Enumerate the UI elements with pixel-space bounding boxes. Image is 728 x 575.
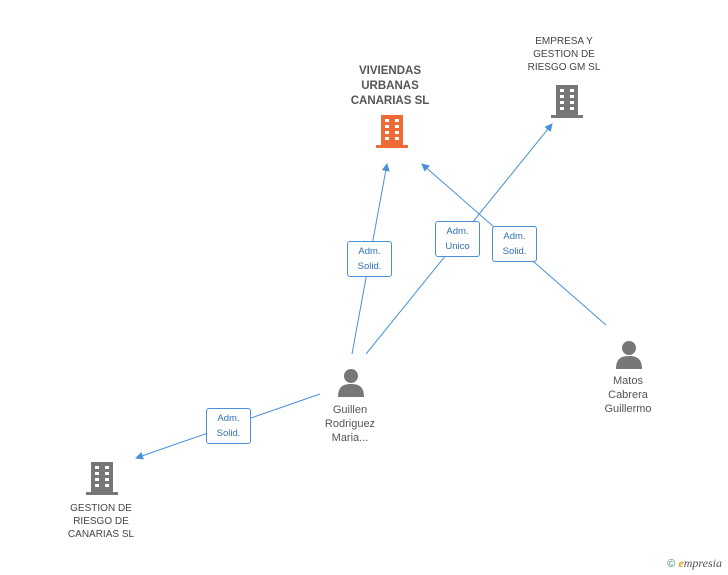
node-label-gestion-riesgo[interactable]: GESTION DE RIESGO DE CANARIAS SL [67,503,135,540]
node-label-matos[interactable]: Matos Cabrera Guillermo [604,375,652,415]
building-icon[interactable] [86,461,118,500]
person-icon[interactable] [337,367,365,402]
copyright-icon: © [667,558,676,570]
footer-brand: © empresia [667,556,722,571]
edge-label-adm-solid[interactable]: Adm. Solid. [492,226,537,262]
edge-label-adm-unico[interactable]: Adm. Unico [435,221,480,257]
node-label-guillen[interactable]: Guillen Rodriguez Maria... [324,404,376,444]
edge-label-adm-solid[interactable]: Adm. Solid. [347,241,392,277]
building-icon[interactable] [551,84,583,123]
node-label-empresa-gestion[interactable]: EMPRESA Y GESTION DE RIESGO GM SL [527,36,601,73]
building-icon[interactable] [376,114,408,153]
node-label-viviendas[interactable]: VIVIENDAS URBANAS CANARIAS SL [350,65,430,107]
empresia-logo[interactable]: empresia [678,556,722,570]
person-icon[interactable] [615,339,643,374]
edge-label-adm-solid[interactable]: Adm. Solid. [206,408,251,444]
